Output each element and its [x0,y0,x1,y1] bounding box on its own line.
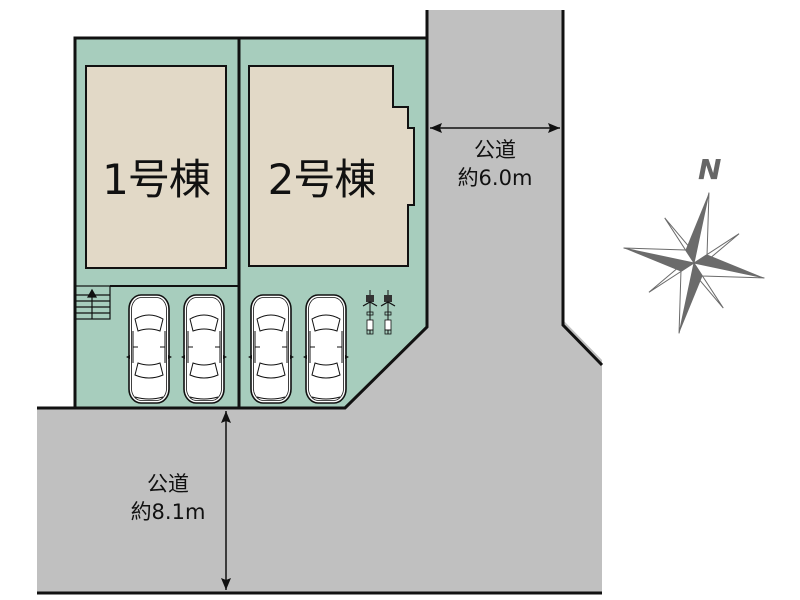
compass-rose-icon [623,192,765,334]
building-1-label: 1号棟 [102,155,211,204]
south-road-width-dimension [221,411,231,590]
building-2-footprint [248,65,415,267]
east-road-label: 公道 約6.0m [430,136,560,192]
east-road-width-dimension [430,123,560,133]
south-road-label: 公道 約8.1m [112,470,224,526]
car-space-1 [125,294,173,404]
east-road-name: 公道 [474,138,516,162]
car-space-4 [302,294,350,404]
car-space-2 [180,294,228,404]
south-road-width: 約8.1m [130,500,206,524]
car-space-3 [247,294,295,404]
east-road-width: 約6.0m [457,166,533,190]
building-1-footprint [85,65,227,269]
stairs-icon [74,285,111,320]
compass-north-label: N [698,153,722,186]
south-road-name: 公道 [147,472,189,496]
east-road-edge-right [561,10,604,367]
building-2-label: 2号棟 [267,155,377,204]
road-area [37,10,602,593]
